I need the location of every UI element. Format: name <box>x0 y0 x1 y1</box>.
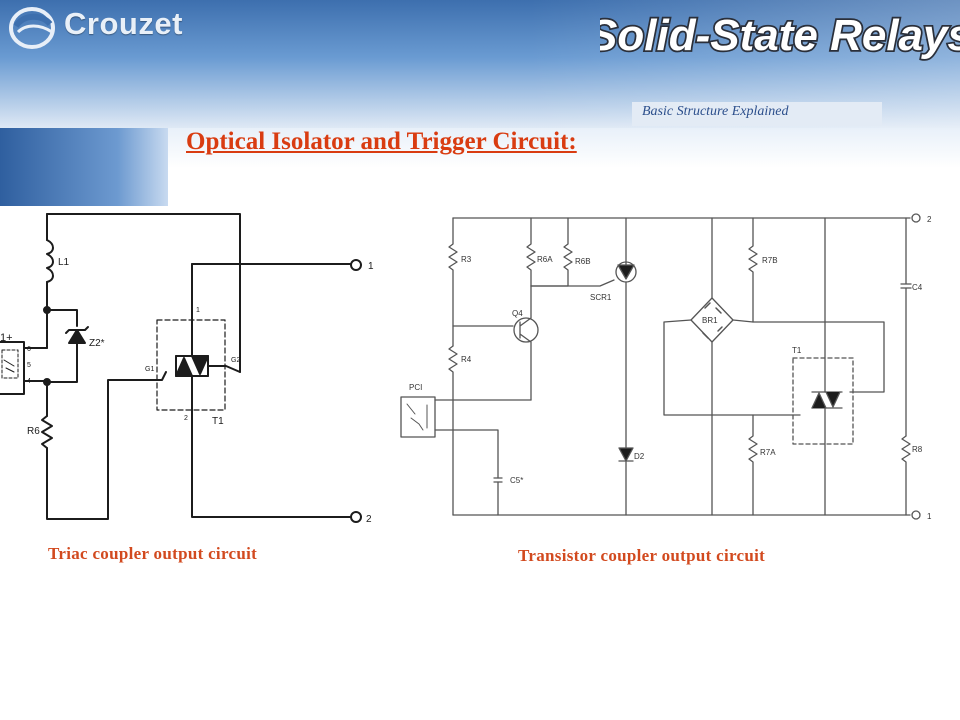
scr1-thyristor <box>617 264 635 280</box>
c4-capacitor <box>900 217 912 437</box>
d2-diode <box>618 447 634 462</box>
label-r6b: R6B <box>575 257 591 266</box>
r6-resistor <box>41 415 53 449</box>
label-pci: PCI <box>409 383 422 392</box>
z2-zener <box>68 329 86 344</box>
t1-triac-right <box>191 355 209 375</box>
terminal-2 <box>350 511 362 523</box>
label-r6a: R6A <box>537 255 553 264</box>
label-z2: Z2* <box>89 338 105 349</box>
page-title: Solid-State Relays <box>600 11 960 60</box>
r4-resistor <box>448 345 458 516</box>
label-r8: R8 <box>912 445 923 454</box>
label-q4: Q4 <box>512 309 523 318</box>
label-br1: BR1 <box>702 316 718 325</box>
label-term1: 1 <box>368 261 374 272</box>
label-l1: L1 <box>58 257 70 268</box>
label-r7b: R7B <box>762 256 778 265</box>
label-right-term1: 1 <box>927 512 932 521</box>
label-in-plus: 1+ <box>0 332 13 344</box>
r7a-resistor <box>748 414 758 516</box>
right-circuit-labels: R3 R4 R6A R6B Q4 SCR1 PCI C5* D2 BR1 R7B… <box>409 215 932 521</box>
z2-lead-top <box>46 309 78 327</box>
label-r4: R4 <box>461 355 472 364</box>
pci-c5-wire <box>434 429 499 479</box>
r6b-resistor <box>530 217 573 287</box>
t1-right-dashed-box <box>792 357 854 445</box>
crouzet-logo: Crouzet <box>6 2 186 52</box>
label-t1-right: T1 <box>792 346 802 355</box>
label-c5: C5* <box>510 476 523 485</box>
scr1-gate-wire <box>530 279 615 287</box>
r6a-resistor <box>526 217 536 287</box>
terminal2-wire <box>191 375 353 518</box>
label-t1: T1 <box>212 416 224 427</box>
subtitle-box <box>632 102 882 126</box>
crouzet-swirl-icon <box>9 7 55 49</box>
label-pin1: 1 <box>196 307 200 314</box>
label-pin2: 2 <box>184 415 188 422</box>
r7b-resistor <box>748 217 758 323</box>
label-r6: R6 <box>27 426 40 437</box>
left-blue-band <box>0 128 168 206</box>
opto-coupler-box <box>0 341 25 395</box>
label-pin4: 4 <box>27 378 31 385</box>
label-g2: G2 <box>231 357 240 364</box>
page-subtitle: Basic Structure Explained <box>642 104 789 119</box>
label-pin6: 6 <box>27 346 31 353</box>
z2-lead-bottom <box>46 342 78 383</box>
left-circuit <box>0 213 362 523</box>
left-circuit-labels: L1 Z2* R6 T1 G1 G2 1 2 1 2 1+ 6 5 4 <box>0 257 374 525</box>
label-pin5: 5 <box>27 362 31 369</box>
content-top-fade <box>168 128 960 168</box>
pci-optocoupler <box>400 396 436 438</box>
label-term2: 2 <box>366 514 372 525</box>
r6-to-gate-wire <box>46 371 167 520</box>
caption-transistor-coupler: Transistor coupler output circuit <box>518 546 766 565</box>
q4-transistor <box>513 317 539 343</box>
right-terminal-2 <box>911 213 921 223</box>
br1-left-wire <box>663 319 801 416</box>
label-d2: D2 <box>634 452 645 461</box>
t1-triac-left <box>175 357 193 377</box>
label-c4: C4 <box>912 283 923 292</box>
page-title-graphic: Solid-State Relays <box>600 9 960 62</box>
left-top-wire <box>46 213 241 373</box>
terminal-1 <box>350 259 362 271</box>
logo-text: Crouzet <box>64 6 183 41</box>
l1-inductor <box>46 239 54 283</box>
r8-resistor <box>901 435 911 516</box>
section-title: Optical Isolator and Trigger Circuit: <box>186 128 577 155</box>
right-circuit <box>400 213 921 520</box>
label-r7a: R7A <box>760 448 776 457</box>
label-scr1: SCR1 <box>590 293 612 302</box>
circuit-diagrams: L1 Z2* R6 T1 G1 G2 1 2 1 2 1+ 6 5 4 <box>0 213 932 525</box>
label-right-term2: 2 <box>927 215 932 224</box>
br1-right-wire <box>732 319 885 393</box>
caption-triac-coupler: Triac coupler output circuit <box>48 544 258 563</box>
label-r3: R3 <box>461 255 472 264</box>
t1-g2-lead <box>207 365 241 373</box>
r3-resistor <box>448 217 458 347</box>
right-terminal-1 <box>911 510 921 520</box>
label-g1: G1 <box>145 366 154 373</box>
